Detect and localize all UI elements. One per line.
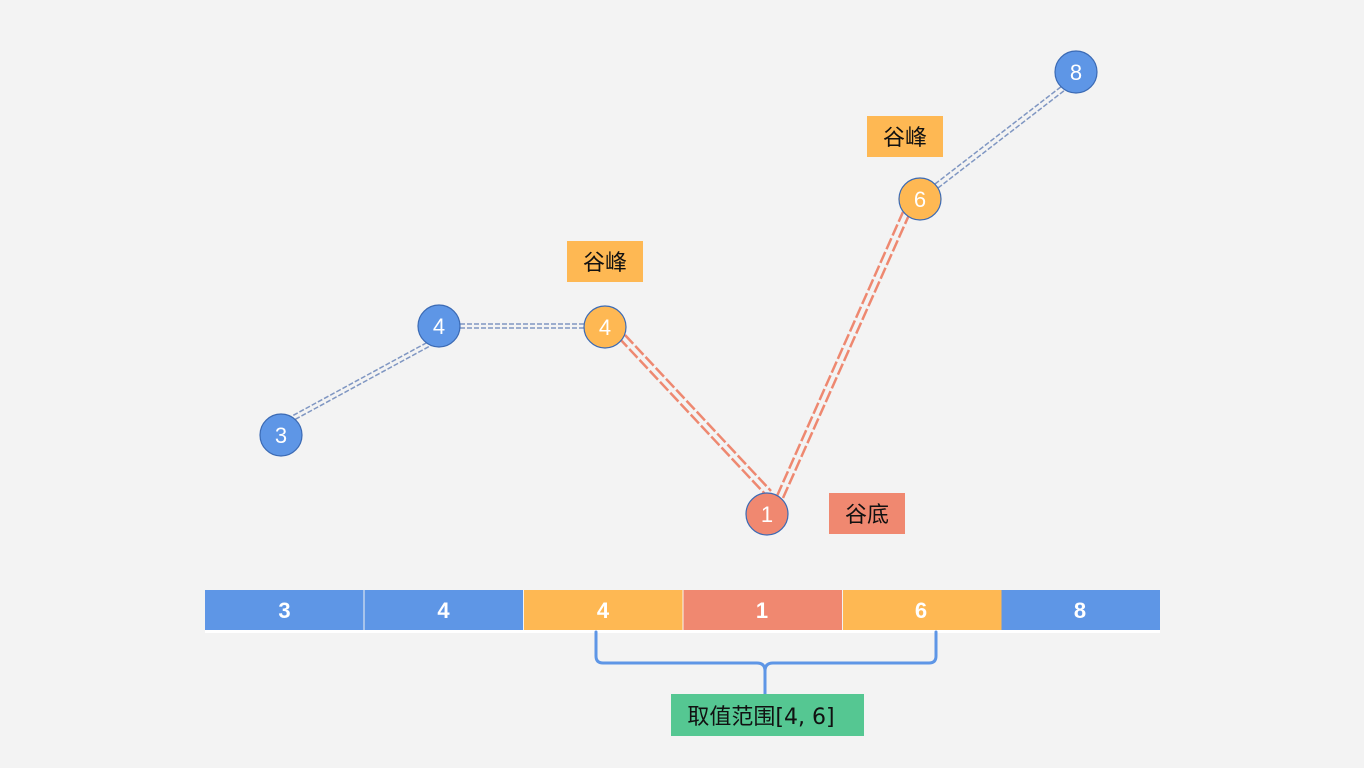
peak-label-text: 谷峰 — [583, 251, 627, 276]
node-3: 3 — [259, 413, 303, 457]
value-nodes: 3 4 4 1 6 8 — [259, 50, 1098, 536]
peak-label-2: 谷峰 — [867, 116, 943, 157]
node-value: 8 — [1070, 60, 1082, 85]
node-4-peak: 4 — [583, 305, 627, 349]
connector-4-to-1 — [618, 334, 772, 495]
array-cell-2: 4 — [524, 590, 683, 630]
array-cell-value: 4 — [437, 598, 450, 623]
connector-1-to-6 — [775, 211, 911, 499]
connector-6-to-8 — [934, 85, 1066, 189]
array-bar: 3 4 4 1 6 8 — [205, 590, 1160, 633]
connector-4-to-4 — [460, 323, 584, 329]
array-cell-0: 3 — [205, 590, 364, 630]
peak-label-text: 谷峰 — [883, 126, 927, 151]
array-cell-5: 8 — [1001, 590, 1160, 630]
range-label-text: 取值范围[4, 6] — [687, 705, 834, 730]
node-4-left: 4 — [417, 304, 461, 348]
array-cell-value: 8 — [1074, 598, 1086, 623]
node-value: 3 — [275, 423, 287, 448]
array-cell-value: 6 — [915, 598, 927, 623]
node-6-peak: 6 — [898, 177, 942, 221]
node-1-valley: 1 — [745, 492, 789, 536]
array-cell-value: 3 — [278, 598, 290, 623]
connector-3-to-4 — [280, 335, 442, 427]
array-cell-value: 1 — [756, 598, 768, 623]
node-8: 8 — [1054, 50, 1098, 94]
peak-label-1: 谷峰 — [567, 241, 643, 282]
valley-label-text: 谷底 — [845, 503, 889, 528]
node-value: 4 — [599, 315, 611, 340]
range-brace — [594, 630, 938, 696]
array-cell-1: 4 — [364, 590, 523, 630]
array-underline — [205, 630, 1160, 633]
array-cell-3: 1 — [683, 590, 842, 630]
range-label: 取值范围[4, 6] — [671, 694, 864, 736]
node-value: 1 — [761, 502, 773, 527]
connector-lines — [280, 85, 1066, 499]
array-cell-value: 4 — [597, 598, 610, 623]
node-value: 4 — [433, 314, 445, 339]
valley-label: 谷底 — [829, 493, 905, 534]
node-value: 6 — [914, 187, 926, 212]
array-cell-4: 6 — [843, 590, 1002, 630]
